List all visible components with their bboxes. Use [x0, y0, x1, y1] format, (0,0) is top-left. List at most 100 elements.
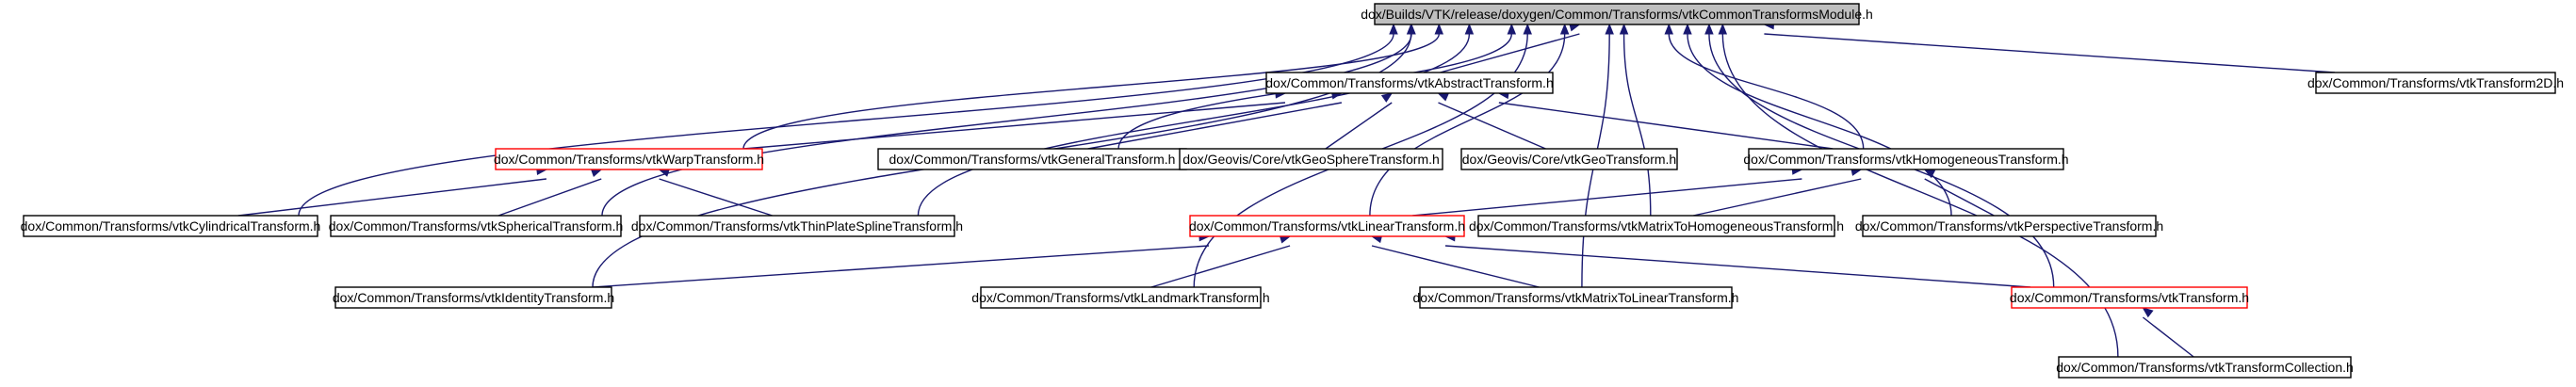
edge-tps-to-warp — [658, 168, 773, 217]
edge-homog-to-root — [1664, 23, 1865, 150]
edge-arrowhead — [1559, 23, 1570, 35]
edge-linear-to-homog — [1412, 166, 1803, 217]
edge-line — [497, 178, 602, 217]
edge-line — [1498, 102, 1834, 150]
nodes-layer: dox/Builds/VTK/release/doxygen/Common/Tr… — [21, 3, 2564, 379]
edge-linear-to-root — [1369, 23, 1570, 217]
edge-line — [1087, 102, 1343, 150]
edge-arrowhead — [1605, 23, 1614, 35]
node-persp[interactable]: dox/Common/Transforms/vtkPerspectiveTran… — [1855, 215, 2163, 237]
node-box — [2058, 356, 2352, 379]
edge-line — [1325, 102, 1393, 150]
node-landmark[interactable]: dox/Common/Transforms/vtkLandmarkTransfo… — [971, 286, 1270, 309]
edge-arrowhead — [1389, 23, 1398, 35]
edge-arrowhead — [1619, 23, 1629, 35]
node-label: dox/Geovis/Core/vtkGeoTransform.h — [1462, 152, 1676, 167]
node-m2h[interactable]: dox/Common/Transforms/vtkMatrixToHomogen… — [1469, 215, 1844, 237]
edge-collection-to-transform — [2142, 307, 2194, 358]
node-box — [1374, 3, 1860, 25]
edge-general-to-abstract — [1087, 90, 1344, 150]
edge-line — [742, 102, 1286, 150]
edge-line — [1764, 33, 2336, 73]
edge-arrowhead — [2142, 307, 2154, 318]
node-geo[interactable]: dox/Geovis/Core/vtkGeoTransform.h — [1460, 148, 1678, 170]
node-box — [2011, 286, 2248, 309]
node-warp[interactable]: dox/Common/Transforms/vtkWarpTransform.h — [494, 148, 764, 170]
edge-line — [1444, 245, 2031, 288]
node-label: dox/Common/Transforms/vtkGeneralTransfor… — [889, 152, 1176, 167]
edge-cyl-to-warp — [237, 166, 548, 217]
node-label: dox/Common/Transforms/vtkTransform.h — [2010, 290, 2249, 305]
node-label: dox/Common/Transforms/vtkTransform2D.h — [2307, 75, 2564, 90]
edge-cyl-to-root — [298, 23, 1398, 217]
node-label: dox/Common/Transforms/vtkWarpTransform.h — [494, 152, 764, 167]
edge-ident-to-linear — [592, 232, 1211, 288]
node-label: dox/Common/Transforms/vtkLinearTransform… — [1189, 218, 1465, 234]
edge-line — [1440, 33, 1580, 73]
node-abstract[interactable]: dox/Common/Transforms/vtkAbstractTransfo… — [1265, 72, 1554, 94]
node-ident[interactable]: dox/Common/Transforms/vtkIdentityTransfo… — [333, 286, 614, 309]
edge-line — [742, 33, 1440, 150]
edge-arrowhead — [1523, 23, 1532, 35]
node-box — [980, 286, 1262, 309]
edge-line — [601, 33, 1412, 217]
node-m2l[interactable]: dox/Common/Transforms/vtkMatrixToLinearT… — [1413, 286, 1739, 309]
node-label: dox/Common/Transforms/vtkCylindricalTran… — [21, 218, 321, 234]
edge-arrowhead — [1464, 23, 1475, 35]
edge-transform-to-linear — [1443, 233, 2031, 288]
node-general[interactable]: dox/Common/Transforms/vtkGeneralTransfor… — [877, 148, 1187, 170]
node-label: dox/Builds/VTK/release/doxygen/Common/Tr… — [1361, 7, 1873, 22]
node-collection[interactable]: dox/Common/Transforms/vtkTransformCollec… — [2056, 356, 2354, 379]
edge-t2d-to-root — [1763, 20, 2336, 73]
edge-line — [917, 33, 1471, 217]
edge-arrowhead — [1704, 23, 1714, 35]
node-cyl[interactable]: dox/Common/Transforms/vtkCylindricalTran… — [21, 215, 321, 237]
node-box — [1419, 286, 1733, 309]
node-box — [639, 215, 955, 237]
edge-homog-to-abstract — [1497, 89, 1834, 150]
edge-geo-to-abstract — [1437, 92, 1546, 150]
edge-tps-to-root — [917, 23, 1475, 217]
node-label: dox/Common/Transforms/vtkMatrixToLinearT… — [1413, 290, 1739, 305]
node-homog[interactable]: dox/Common/Transforms/vtkHomogeneousTran… — [1743, 148, 2069, 170]
edge-line — [1150, 245, 1291, 288]
edge-line — [237, 178, 547, 217]
node-tps[interactable]: dox/Common/Transforms/vtkThinPlateSpline… — [631, 215, 963, 237]
edge-line — [1412, 178, 1802, 217]
node-geosphere[interactable]: dox/Geovis/Core/vtkGeoSphereTransform.h — [1179, 148, 1443, 170]
edge-arrowhead — [1718, 23, 1728, 35]
node-linear[interactable]: dox/Common/Transforms/vtkLinearTransform… — [1189, 215, 1465, 237]
node-t2d[interactable]: dox/Common/Transforms/vtkTransform2D.h — [2307, 72, 2564, 94]
edge-arrowhead — [1683, 23, 1692, 35]
node-box — [1862, 215, 2157, 237]
node-sph[interactable]: dox/Common/Transforms/vtkSphericalTransf… — [329, 215, 624, 237]
edge-line — [592, 245, 1210, 288]
edge-line — [298, 33, 1394, 217]
edge-sph-to-root — [601, 23, 1416, 217]
node-label: dox/Common/Transforms/vtkHomogeneousTran… — [1743, 152, 2068, 167]
node-box — [1179, 148, 1443, 170]
node-label: dox/Common/Transforms/vtkLandmarkTransfo… — [971, 290, 1269, 305]
node-root[interactable]: dox/Builds/VTK/release/doxygen/Common/Tr… — [1361, 3, 1873, 25]
edge-line — [1668, 33, 1865, 150]
node-label: dox/Geovis/Core/vtkGeoSphereTransform.h — [1182, 152, 1440, 167]
edge-line — [1687, 33, 1952, 217]
node-label: dox/Common/Transforms/vtkAbstractTransfo… — [1265, 75, 1553, 90]
node-box — [1748, 148, 2064, 170]
node-label: dox/Common/Transforms/vtkTransformCollec… — [2056, 360, 2354, 375]
edge-persp-to-root — [1683, 23, 1952, 217]
node-transform[interactable]: dox/Common/Transforms/vtkTransform.h — [2010, 286, 2249, 309]
edge-warp-to-root — [742, 23, 1444, 150]
node-label: dox/Common/Transforms/vtkIdentityTransfo… — [333, 290, 614, 305]
node-box — [1460, 148, 1678, 170]
edge-line — [1438, 102, 1546, 150]
node-box — [23, 215, 318, 237]
edge-arrowhead — [1664, 23, 1673, 35]
node-box — [495, 148, 763, 170]
edge-m2l-to-linear — [1370, 234, 1540, 288]
edge-geosphere-to-abstract — [1325, 92, 1394, 150]
edge-arrowhead — [590, 169, 603, 177]
node-box — [1477, 215, 1835, 237]
node-label: dox/Common/Transforms/vtkSphericalTransf… — [329, 218, 624, 234]
edge-arrowhead — [1507, 23, 1517, 35]
